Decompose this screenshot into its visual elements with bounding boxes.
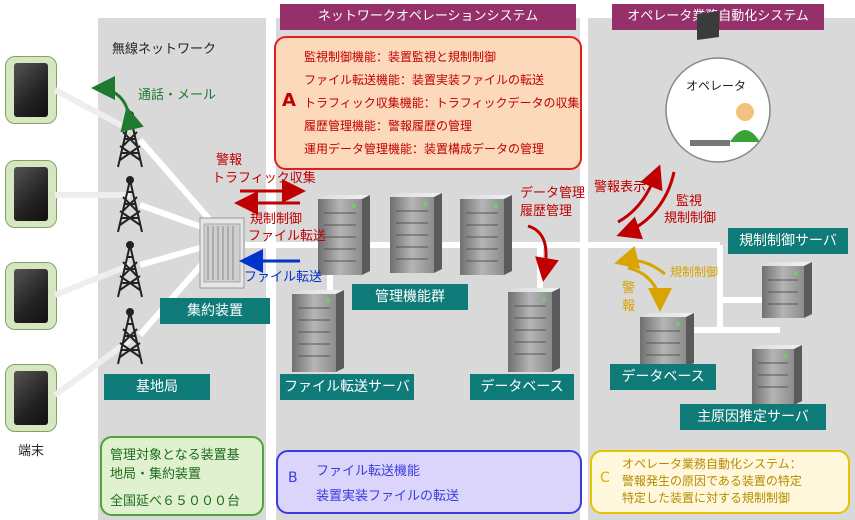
alarm-display-label: 警報表示 (594, 180, 647, 195)
yellow-alarm-arrow (627, 266, 672, 312)
alarm-label: 警報 (216, 153, 243, 168)
monitor-label: 監視 (676, 194, 703, 209)
file-transfer-blue-label: ファイル転送 (244, 270, 323, 285)
yellow-control-arrow (614, 245, 666, 276)
file-server-label: ファイル転送サーバ (280, 374, 414, 400)
operator-icon (665, 10, 771, 163)
database-left-label: データベース (470, 374, 574, 400)
traffic-label: トラフィック収集 (212, 171, 316, 186)
box-c-line-1: オペレータ業務自動化システム： (622, 457, 802, 471)
call-mail-label: 通話・メール (138, 88, 217, 103)
monitor-control-label: 規制制御 (664, 211, 717, 226)
call-mail-arrow (91, 76, 144, 133)
restrict-control-label: 規制制御 (250, 212, 303, 227)
aggregator-device (199, 217, 245, 289)
managed-devices-box: 管理対象となる装置基 地局・集約装置 全国延べ６５０００台 (100, 436, 264, 516)
box-a-line-5: 運用データ管理機能：装置構成データの管理 (304, 142, 545, 156)
yellow-control-label: 規制制御 (670, 265, 719, 279)
server-icons (292, 193, 812, 405)
function-box-a: A 監視制御機能：装置監視と規制制御 ファイル転送機能：装置実装ファイルの転送 … (274, 36, 582, 170)
terminal-phone-3 (5, 262, 57, 330)
box-b-line-2: 装置実装ファイルの転送 (316, 489, 460, 504)
database-right-label: データベース (610, 364, 716, 390)
base-station-label: 基地局 (104, 374, 210, 400)
green-box-line-3: 全国延べ６５０００台 (110, 494, 241, 509)
nos-header: ネットワークオペレーションシステム (280, 4, 576, 30)
terminal-phone-1 (5, 56, 57, 124)
history-mgmt-label: 履歴管理 (520, 204, 573, 219)
box-a-line-4: 履歴管理機能：警報履歴の管理 (304, 119, 473, 133)
box-c-line-3: 特定した装置に対する規制制御 (622, 491, 791, 505)
box-b-line-1: ファイル転送機能 (316, 464, 421, 479)
root-cause-server-label: 主原因推定サーバ (680, 404, 826, 430)
box-a-letter: A (282, 90, 296, 111)
file-transfer-label: ファイル転送 (248, 229, 327, 244)
box-b-letter: B (288, 470, 298, 486)
operator-label: オペレータ (686, 79, 747, 93)
green-box-line-1: 管理対象となる装置基 (110, 448, 240, 463)
box-a-line-2: ファイル転送機能：装置実装ファイルの転送 (304, 73, 545, 87)
monitor-control-arrow (616, 171, 676, 240)
box-c-letter: C (600, 470, 610, 486)
box-c-line-2: 警報発生の原因である装置の特定 (622, 474, 802, 488)
yellow-alarm-label: 警報 (622, 281, 636, 314)
box-a-line-3: トラフィック収集機能：トラフィックデータの収集 (304, 96, 580, 110)
terminal-phone-2 (5, 160, 57, 228)
data-mgmt-label: データ管理 (520, 186, 586, 201)
mgmt-group-label: 管理機能群 (352, 284, 468, 310)
control-server-label: 規制制御サーバ (728, 228, 848, 254)
data-mgmt-arrow (527, 224, 559, 282)
base-station-towers (117, 111, 143, 365)
aggregator-label: 集約装置 (160, 298, 270, 324)
function-box-b: B ファイル転送機能 装置実装ファイルの転送 (276, 450, 582, 514)
function-box-c: C オペレータ業務自動化システム： 警報発生の原因である装置の特定 特定した装置… (590, 450, 850, 514)
terminal-phone-4 (5, 364, 57, 432)
green-box-line-2: 地局・集約装置 (110, 467, 202, 482)
box-a-line-1: 監視制御機能：装置監視と規制制御 (304, 50, 497, 64)
wireless-header: 無線ネットワーク (112, 42, 217, 57)
radio-links (53, 87, 132, 398)
terminal-label: 端末 (18, 444, 45, 459)
